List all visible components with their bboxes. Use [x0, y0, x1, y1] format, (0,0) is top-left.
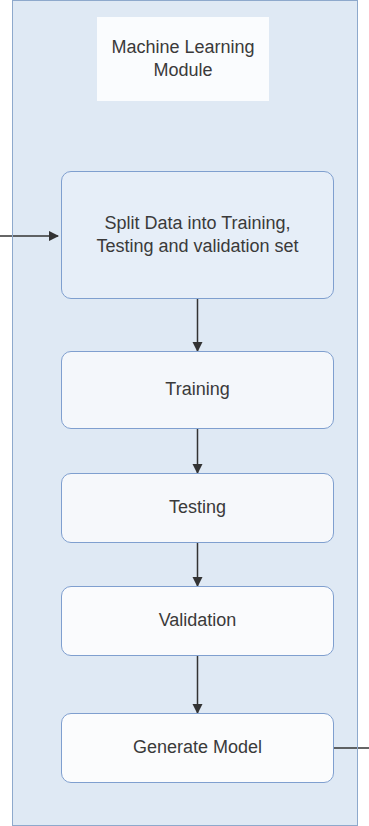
box-text-group: Generate Model — [133, 736, 262, 759]
module-panel: Machine Learning ModuleSplit Data into T… — [12, 0, 358, 826]
incoming-arrow — [0, 235, 58, 237]
panel-title: Machine Learning Module — [108, 36, 258, 83]
flow-arrow — [197, 543, 199, 586]
box-text-group: Split Data into Training, Testing and va… — [93, 212, 303, 259]
box-label: Training — [165, 378, 229, 401]
box-text-group: Testing — [169, 496, 226, 519]
flow-arrow — [197, 656, 199, 713]
box-label: Validation — [159, 609, 237, 632]
box-text-group: Validation — [159, 609, 237, 632]
box-label: Split Data into Training, Testing and va… — [93, 212, 303, 259]
process-box: Validation — [61, 586, 334, 656]
box-label: Testing — [169, 496, 226, 519]
flow-arrow — [197, 299, 199, 351]
flow-arrow — [197, 429, 199, 473]
panel-title-box: Machine Learning Module — [97, 17, 269, 101]
process-box: Testing — [61, 473, 334, 543]
panel-fill — [12, 0, 358, 826]
outgoing-line — [333, 747, 369, 749]
box-text-group: Training — [165, 378, 229, 401]
box-label: Generate Model — [133, 736, 262, 759]
process-box: Training — [61, 351, 334, 429]
process-box: Split Data into Training, Testing and va… — [61, 171, 334, 299]
process-box: Generate Model — [61, 713, 334, 783]
